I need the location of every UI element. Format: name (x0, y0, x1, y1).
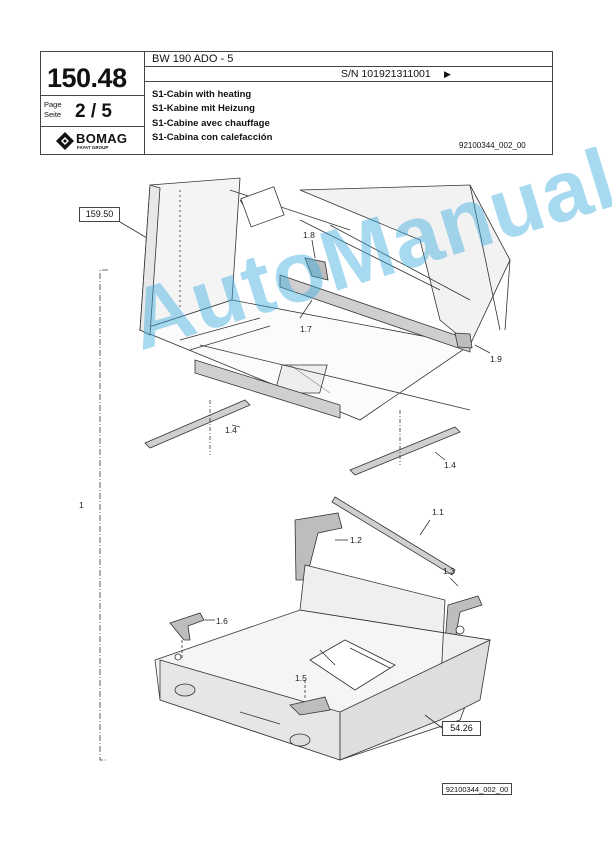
callout-1-4-left: 1.4 (225, 425, 237, 435)
title-en: S1-Cabin with heating (152, 89, 252, 100)
divider (41, 95, 144, 96)
brand-subtitle: FAYAT GROUP (77, 145, 109, 150)
diamond-icon (56, 132, 74, 150)
callout-1-2: 1.2 (350, 535, 362, 545)
divider (144, 81, 553, 82)
reference-box-bottom: 54.26 (442, 721, 481, 736)
callout-1-9: 1.9 (490, 354, 502, 364)
title-es: S1-Cabina con calefacción (152, 131, 273, 143)
callout-1-3: 1.3 (443, 566, 455, 576)
divider (41, 126, 144, 127)
page-label: Page Seite (44, 100, 62, 119)
brand-name: BOMAG (76, 131, 128, 146)
reference-box-top: 159.50 (79, 207, 120, 222)
callout-1-8: 1.8 (303, 230, 315, 240)
title-de: S1-Kabine mit Heizung (152, 103, 255, 115)
title-block: S1-Cabin with heating S1-Kabine mit Heiz… (152, 88, 272, 145)
page-indicator: 2 / 5 (75, 101, 112, 122)
section-number: 150.48 (47, 63, 127, 93)
model-name: BW 190 ADO - 5 (152, 53, 234, 65)
drawing-number: 92100344_002_00 (459, 141, 526, 150)
arrow-right-icon: ▶ (444, 69, 451, 79)
callout-1-1: 1.1 (432, 507, 444, 517)
callout-1: 1 (79, 500, 84, 510)
callout-1-7: 1.7 (300, 324, 312, 334)
bomag-logo: BOMAG FAYAT GROUP (55, 131, 135, 153)
callout-1-4-right: 1.4 (444, 460, 456, 470)
header-table: BW 190 ADO - 5 S/N 101921311001 ▶ 150.48… (40, 51, 553, 155)
divider (144, 52, 145, 155)
divider (144, 66, 553, 67)
callout-1-5: 1.5 (295, 673, 307, 683)
title-fr: S1-Cabine avec chauffage (152, 117, 270, 129)
footer-drawing-number: 92100344_002_00 (442, 783, 512, 795)
callout-1-6: 1.6 (216, 616, 228, 626)
serial-number: S/N 101921311001 (341, 68, 431, 80)
